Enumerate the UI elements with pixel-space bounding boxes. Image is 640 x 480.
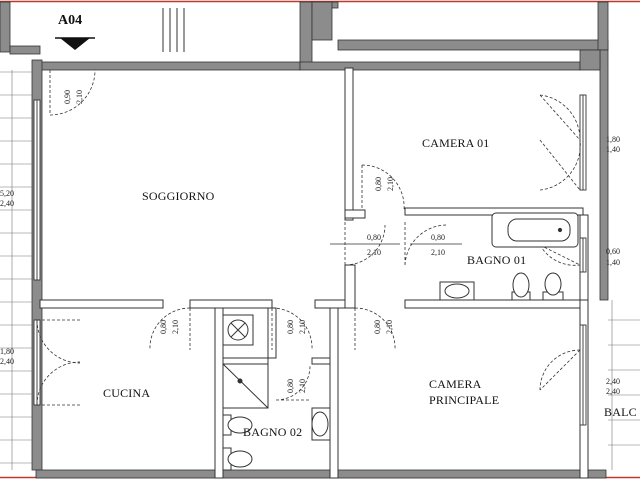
dim-bath02-inner-width: 0,80 <box>286 379 295 393</box>
dim-entry-width: 0,90 <box>63 90 72 104</box>
dim-bath02-door-width: 0,80 <box>286 320 295 334</box>
dim-kitchen-door-height: 2,10 <box>171 320 180 334</box>
toilet-icon <box>542 272 564 301</box>
dim-cucina-window-height: 2,40 <box>0 357 14 366</box>
dim-hall-right-height: 2,10 <box>431 248 445 257</box>
dimension-tags: 0,90 2,10 5,20 2,40 1,80 1,40 0,80 2,10 … <box>0 90 620 396</box>
entry-arrow-icon <box>60 38 90 50</box>
dim-bath02-inner-height: 2,10 <box>298 379 307 393</box>
room-label-bagno-02: BAGNO 02 <box>243 425 302 439</box>
dim-entry-height: 2,10 <box>75 90 84 104</box>
room-label-balcone: BALC <box>604 405 637 419</box>
washbasin-icon <box>439 281 475 301</box>
left-balcony <box>0 70 32 470</box>
room-label-soggiorno: SOGGIORNO <box>142 189 215 203</box>
unit-marker: A04 <box>55 13 95 50</box>
room-label-bagno-01: BAGNO 01 <box>467 253 526 267</box>
dim-hall-left-width: 0,80 <box>367 233 381 242</box>
bathtub-icon <box>491 212 579 248</box>
stairwell <box>162 8 185 52</box>
dim-hall-door-height: 2,10 <box>386 177 395 191</box>
washing-machine-icon <box>222 314 254 346</box>
dim-camera01-window-width: 1,80 <box>606 135 620 144</box>
dim-bagno01-window-width: 0,60 <box>606 247 620 256</box>
dim-kitchen-door-width: 0,80 <box>159 320 168 334</box>
room-label-cucina: CUCINA <box>103 386 150 400</box>
dim-camprinc-door-height: 2,10 <box>385 320 394 334</box>
dim-camprinc-door-width: 0,80 <box>373 320 382 334</box>
dim-left-window-width: 5,20 <box>0 189 14 198</box>
bidet-icon <box>511 272 531 301</box>
door-swings <box>36 69 581 406</box>
dim-hall-left-height: 2,10 <box>367 248 381 257</box>
shower-icon <box>222 363 269 409</box>
unit-code: A04 <box>58 13 82 28</box>
dim-cucina-window-width: 1,80 <box>0 347 14 356</box>
toilet-2-icon <box>222 447 253 471</box>
dim-camprinc-window-width: 2,40 <box>606 377 620 386</box>
right-balcony <box>608 300 640 470</box>
room-label-camera-principale-1: CAMERA <box>429 377 482 391</box>
dim-left-window-height: 2,40 <box>0 199 14 208</box>
fixtures <box>222 212 579 471</box>
dim-bath02-door-height: 2,10 <box>298 320 307 334</box>
dim-hall-door-width: 0,80 <box>374 177 383 191</box>
washbasin-2-icon <box>311 407 331 441</box>
dim-bagno01-window-height: 1,40 <box>606 258 620 267</box>
dim-camprinc-window-height: 2,40 <box>606 387 620 396</box>
room-labels: SOGGIORNO CAMERA 01 BAGNO 01 CUCINA BAGN… <box>103 136 637 439</box>
room-label-camera-01: CAMERA 01 <box>422 136 489 150</box>
dim-hall-right-width: 0,80 <box>431 233 445 242</box>
bidet-2-icon <box>222 414 253 436</box>
room-label-camera-principale-2: PRINCIPALE <box>429 393 499 407</box>
dim-camera01-window-height: 1,40 <box>606 145 620 154</box>
